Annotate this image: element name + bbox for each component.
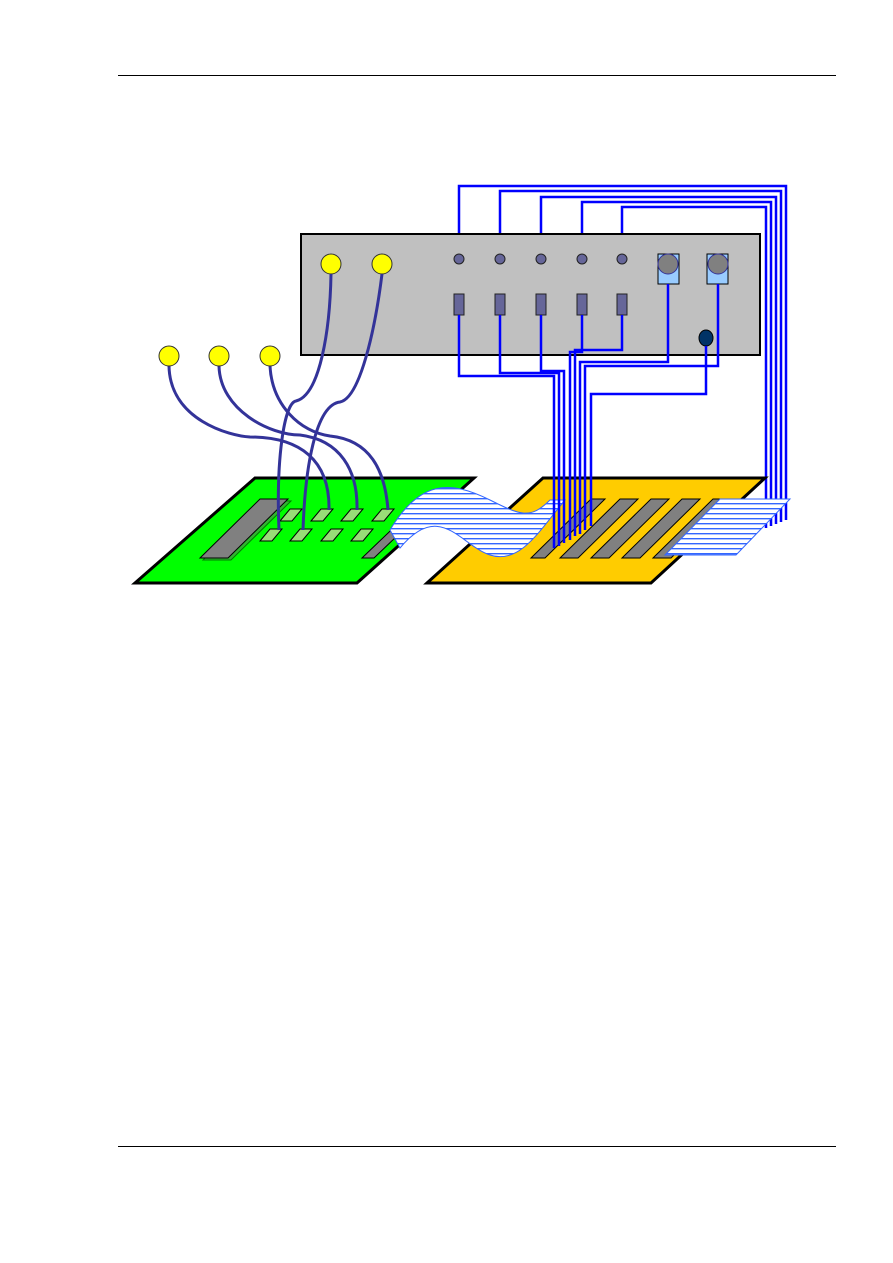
top-wires [457, 184, 788, 528]
terminal-icon [616, 293, 628, 316]
socket-icon [657, 253, 679, 275]
bnc-connector-icon [371, 253, 393, 275]
terminal-icon [576, 293, 588, 316]
bottom-wires [457, 284, 720, 548]
coax-cables [167, 273, 390, 531]
socket-icon [707, 253, 729, 275]
jack-icon [494, 253, 506, 265]
left-board-slots [198, 498, 424, 561]
terminal-icon [453, 293, 465, 316]
bnc-connector-icon [208, 345, 230, 367]
jack-icon [576, 253, 588, 265]
jack-icon [616, 253, 628, 265]
bnc-connector-icon [320, 253, 342, 275]
ground-connector-icon [698, 329, 714, 347]
footer-rule [118, 1146, 836, 1147]
header-rule [118, 75, 836, 76]
jack-icon [535, 253, 547, 265]
terminal-icon [494, 293, 506, 316]
loose-connectors [158, 345, 281, 367]
instrument-panel [300, 233, 761, 356]
panel-connectors [320, 253, 729, 347]
ribbon-cable-right [663, 498, 792, 556]
jack-icon [453, 253, 465, 265]
bnc-connector-icon [158, 345, 180, 367]
bnc-connector-icon [259, 345, 281, 367]
terminal-icon [535, 293, 547, 316]
